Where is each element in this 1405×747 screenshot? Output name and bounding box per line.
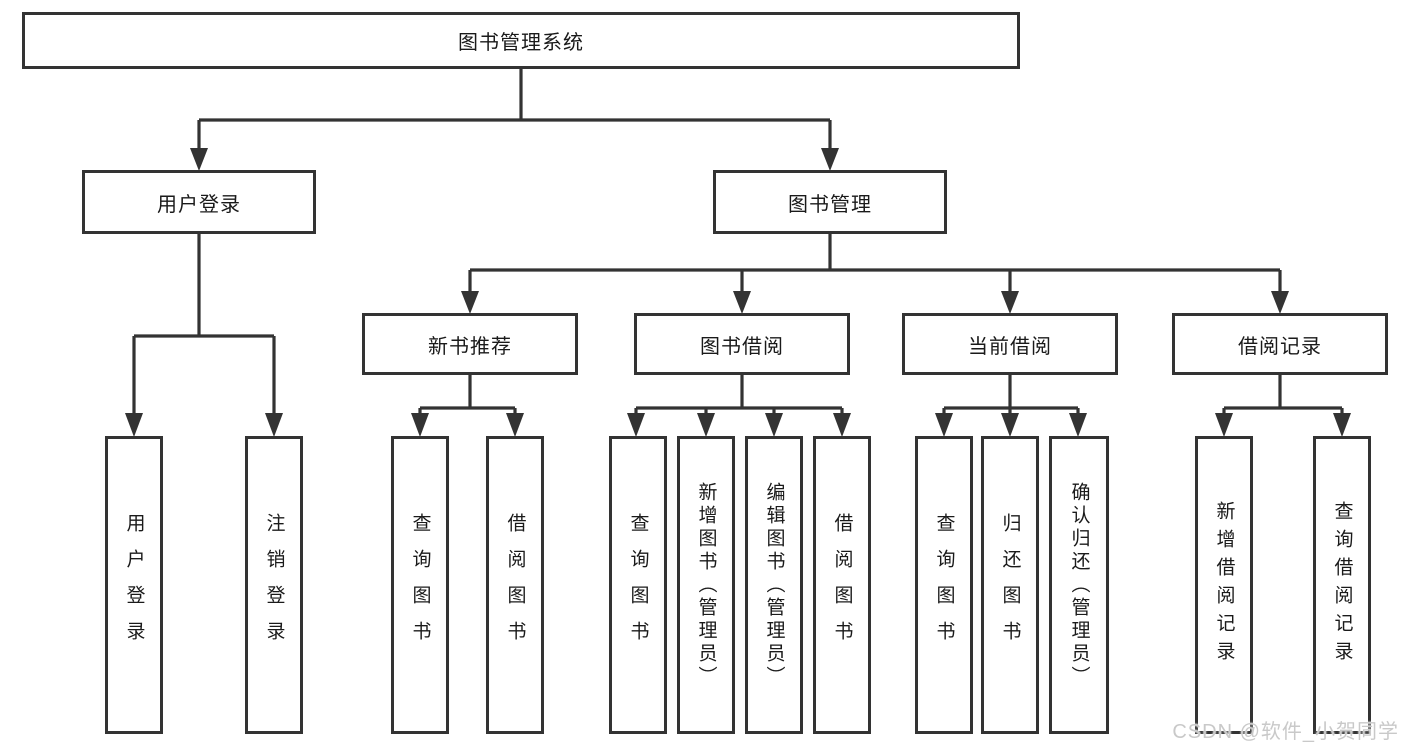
leaf-query-borrow-record: 查询借阅记录 [1313, 436, 1371, 734]
node-label: 用户登录 [157, 193, 241, 216]
node-user-login: 用户登录 [82, 170, 316, 234]
node-label: 图书管理 [788, 193, 872, 216]
node-label: 图书管理系统 [458, 32, 584, 54]
leaf-label: 归还图书 [999, 513, 1021, 657]
leaf-label: 查询图书 [627, 513, 649, 657]
leaf-query-books-2: 查询图书 [609, 436, 667, 734]
csdn-watermark: CSDN @软件_小贺同学 [1172, 721, 1399, 743]
leaf-label: 查询图书 [933, 513, 955, 657]
leaf-label: 借阅图书 [504, 513, 526, 657]
leaf-borrow-books-1: 借阅图书 [486, 436, 544, 734]
leaf-return-books: 归还图书 [981, 436, 1039, 734]
leaf-label: 注销登录 [263, 513, 285, 657]
leaf-confirm-return-admin: 确认归还（管理员） [1049, 436, 1109, 734]
node-current-borrowing: 当前借阅 [902, 313, 1118, 375]
node-label: 借阅记录 [1238, 335, 1322, 358]
node-new-book-recommend: 新书推荐 [362, 313, 578, 375]
node-borrowing-records: 借阅记录 [1172, 313, 1388, 375]
node-label: 新书推荐 [428, 335, 512, 358]
leaf-logout: 注销登录 [245, 436, 303, 734]
leaf-label: 用户登录 [123, 513, 145, 657]
leaf-label: 借阅图书 [831, 513, 853, 657]
leaf-edit-books-admin: 编辑图书（管理员） [745, 436, 803, 734]
leaf-query-books-1: 查询图书 [391, 436, 449, 734]
node-label: 图书借阅 [700, 335, 784, 358]
leaf-label: 新增图书（管理员） [695, 481, 717, 689]
leaf-add-books-admin: 新增图书（管理员） [677, 436, 735, 734]
leaf-borrow-books-2: 借阅图书 [813, 436, 871, 734]
leaf-label: 新增借阅记录 [1213, 501, 1235, 669]
node-root-system: 图书管理系统 [22, 12, 1020, 69]
leaf-query-books-3: 查询图书 [915, 436, 973, 734]
node-label: 当前借阅 [968, 335, 1052, 358]
node-book-borrowing: 图书借阅 [634, 313, 850, 375]
leaf-label: 确认归还（管理员） [1068, 481, 1090, 689]
leaf-user-login: 用户登录 [105, 436, 163, 734]
node-book-management: 图书管理 [713, 170, 947, 234]
leaf-label: 查询借阅记录 [1331, 501, 1353, 669]
leaf-label: 编辑图书（管理员） [763, 481, 785, 689]
leaf-add-borrow-record: 新增借阅记录 [1195, 436, 1253, 734]
leaf-label: 查询图书 [409, 513, 431, 657]
